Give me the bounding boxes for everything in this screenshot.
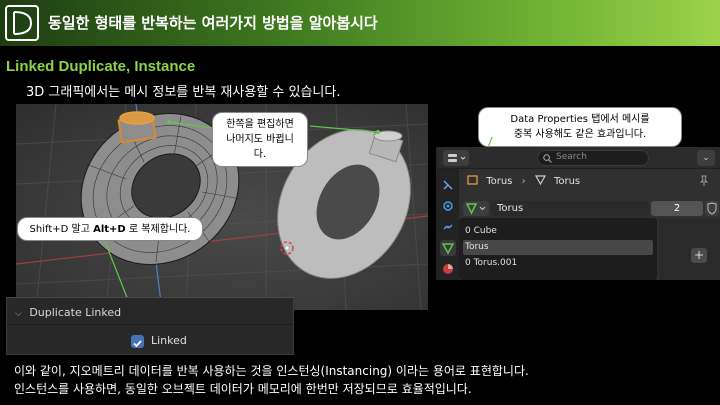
data-callout-line2: 중복 사용해도 같은 효과입니다. xyxy=(513,129,647,140)
data-properties-callout: Data Properties 탭에서 메시를 중복 사용해도 같은 효과입니다… xyxy=(478,107,682,147)
mesh-list-item[interactable]: 0 Cube xyxy=(465,226,497,236)
constraints-icon xyxy=(443,224,453,230)
properties-tabs xyxy=(437,169,459,280)
section-title: Linked Duplicate, Instance xyxy=(6,58,196,75)
physics-icon xyxy=(443,201,453,211)
fake-user-button[interactable] xyxy=(705,201,719,216)
section-subtitle: 3D 그래픽에서는 메시 정보를 반복 재사용할 수 있습니다. xyxy=(26,85,341,100)
linked-checkbox-label: Linked xyxy=(151,334,187,347)
mesh-browse-button[interactable] xyxy=(463,201,489,216)
body-text-line2: 인스턴스를 사용하면, 동일한 오브젝트 데이터가 메모리에 한번만 저장되므로… xyxy=(14,382,472,396)
data-callout-line1: Data Properties 탭에서 메시를 xyxy=(510,114,650,125)
duplicate-linked-title: Duplicate Linked xyxy=(29,306,122,319)
slide-header: 동일한 형태를 반복하는 여러가지 방법을 알아봅시다 xyxy=(0,0,720,46)
mesh-browse-icon xyxy=(465,203,486,215)
properties-header: Search ⌄ xyxy=(437,147,720,169)
properties-editor[interactable]: Search ⌄ Torus › Torus xyxy=(436,147,720,280)
mesh-dropdown-list: 0 Cube Torus 0 Torus.001 xyxy=(459,218,657,280)
mesh-list-item-selected[interactable]: Torus xyxy=(463,240,653,255)
edit-callout-line2: 나머지도 바뀝니다. xyxy=(226,134,294,160)
editor-type-button[interactable] xyxy=(443,150,469,166)
material-icon xyxy=(443,264,453,274)
object-icon xyxy=(467,175,478,185)
tab-modifiers[interactable] xyxy=(440,177,456,193)
tab-material[interactable] xyxy=(440,261,456,277)
options-dropdown[interactable]: ⌄ xyxy=(697,150,715,166)
mesh-icon xyxy=(534,175,546,186)
duplicate-linked-header[interactable]: ⌵ Duplicate Linked xyxy=(15,306,121,319)
shortcut-callout: Shift+D 말고 Alt+D 로 복제합니다. xyxy=(17,217,203,241)
mesh-datablock-row: Torus 2 xyxy=(459,200,720,216)
tab-data[interactable] xyxy=(440,240,456,256)
breadcrumb-mesh: Torus xyxy=(553,176,581,187)
edit-callout-line1: 한쪽을 편집하면 xyxy=(226,119,294,130)
breadcrumb: Torus › Torus xyxy=(467,175,580,187)
chevron-down-icon: ⌵ xyxy=(15,309,22,319)
pin-icon[interactable] xyxy=(699,175,709,187)
shortcut-text-pre: Shift+D 말고 xyxy=(29,224,94,235)
search-placeholder: Search xyxy=(556,152,587,162)
panel-divider xyxy=(7,324,293,325)
tab-physics[interactable] xyxy=(440,198,456,214)
checkmark-icon xyxy=(133,340,142,348)
mesh-name-field[interactable]: Torus xyxy=(491,201,649,216)
mesh-data-icon xyxy=(441,243,455,255)
mesh-user-count[interactable]: 2 xyxy=(651,201,703,216)
add-button[interactable]: + xyxy=(691,248,707,263)
mesh-list-item[interactable]: 0 Torus.001 xyxy=(465,258,518,268)
3d-cursor-icon xyxy=(280,241,294,255)
linked-checkbox[interactable] xyxy=(131,335,144,348)
properties-icon xyxy=(448,154,466,162)
body-text-line1: 이와 같이, 지오메트리 데이터를 반복 사용하는 것을 인스턴싱(Instan… xyxy=(14,364,529,378)
search-input[interactable]: Search xyxy=(537,150,649,166)
breadcrumb-separator: › xyxy=(521,176,526,187)
linked-torus-mesh[interactable] xyxy=(251,105,428,302)
shield-icon xyxy=(707,202,717,215)
duplicate-linked-panel[interactable]: ⌵ Duplicate Linked Linked xyxy=(6,297,294,355)
logo-icon xyxy=(5,5,39,41)
tab-constraints[interactable] xyxy=(440,219,456,235)
breadcrumb-object: Torus xyxy=(486,176,513,187)
edit-callout: 한쪽을 편집하면 나머지도 바뀝니다. xyxy=(212,112,308,167)
modifiers-icon xyxy=(443,180,453,190)
vertex-groups-panel xyxy=(659,218,720,280)
shortcut-text-post: 로 복제합니다. xyxy=(125,224,191,235)
shortcut-key: Alt+D xyxy=(93,224,126,235)
slide-title: 동일한 형태를 반복하는 여러가지 방법을 알아봅시다 xyxy=(48,14,378,32)
search-icon xyxy=(543,154,552,163)
